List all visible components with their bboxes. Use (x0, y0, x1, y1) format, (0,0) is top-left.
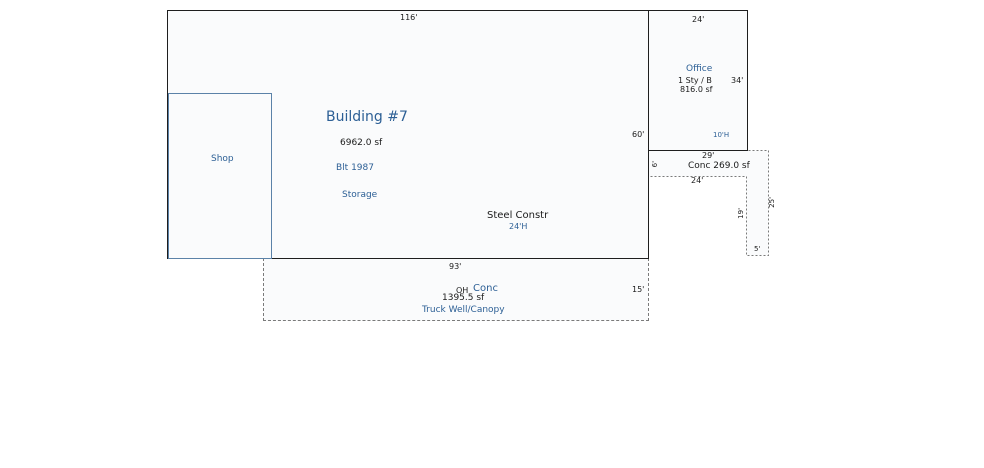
building-built-year: Blt 1987 (336, 163, 374, 173)
shop-label: Shop (211, 154, 234, 164)
building-dim-top: 116' (400, 13, 418, 22)
building-dim-right: 60' (632, 130, 645, 139)
building-use: Storage (342, 190, 378, 200)
office-stories: 1 Sty / B (678, 76, 712, 85)
building-name: Building #7 (326, 109, 408, 125)
side-conc-dim-vertical: 19' (737, 208, 745, 219)
office-height: 10'H (713, 131, 730, 139)
office-area: 816.0 sf (680, 85, 713, 94)
shop-section (168, 93, 272, 259)
side-conc-dim-right: 25' (768, 197, 776, 208)
side-conc-dim-top: 29' (702, 151, 715, 160)
office-dim-right: 34' (731, 76, 744, 85)
office-dim-top: 24' (692, 15, 705, 24)
building-height: 24'H (509, 222, 528, 231)
building-dim-bottom: 93' (449, 262, 462, 271)
side-conc-label: Conc 269.0 sf (688, 161, 750, 171)
side-conc-dim-bottom: 5' (754, 245, 761, 253)
truck-well-material: Conc (473, 283, 498, 294)
side-conc-dim-left: 6' (651, 161, 659, 168)
building-construction: Steel Constr (487, 210, 549, 221)
truck-well-dim-right: 15' (632, 285, 645, 294)
truck-well-use: Truck Well/Canopy (422, 305, 505, 315)
building-area: 6962.0 sf (340, 138, 383, 148)
truck-well-overhead: OH (456, 286, 469, 295)
side-conc-dim-inner: 24' (691, 176, 704, 185)
office-outline (648, 10, 748, 151)
truck-well-area-label: 1395.5 sf (442, 293, 485, 303)
office-label: Office (686, 64, 713, 74)
